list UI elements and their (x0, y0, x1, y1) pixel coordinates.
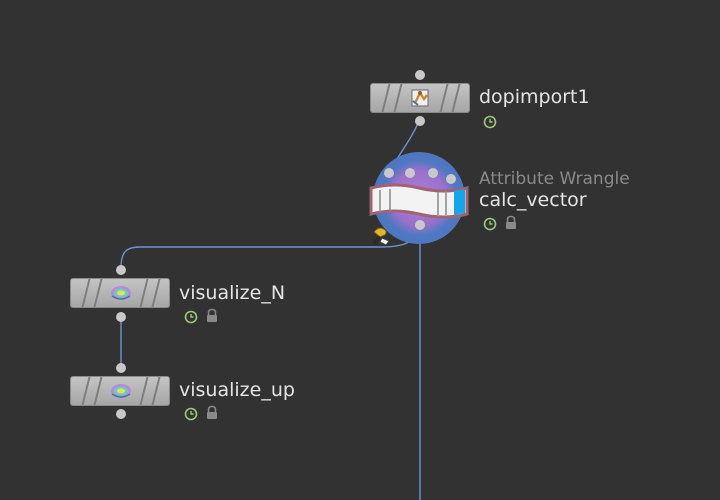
visualize-up-node[interactable] (70, 376, 170, 406)
visualize-n-input-port[interactable] (116, 265, 126, 275)
visualize-n-name-label[interactable]: visualize_N (179, 282, 286, 304)
dop-import-icon (409, 87, 433, 109)
calc-vector-output-port[interactable] (415, 220, 425, 230)
visualize-up-name-label[interactable]: visualize_up (179, 379, 295, 401)
visualize-icon (109, 380, 133, 402)
calc-vector-name-label[interactable]: calc_vector (479, 189, 587, 211)
dopimport-name-label[interactable]: dopimport1 (479, 86, 590, 108)
visualize-up-input-port[interactable] (116, 363, 126, 373)
calc-vector-node[interactable] (368, 182, 470, 246)
dopimport-output-port[interactable] (415, 116, 425, 126)
calc-vector-type-label: Attribute Wrangle (479, 169, 630, 189)
attribute-wrangle-icon (368, 224, 470, 252)
visualize-up-time-dependent-icon (184, 406, 198, 421)
visualize-icon (109, 282, 133, 304)
dopimport-time-dependent-icon (483, 114, 497, 129)
visualize-up-output-port[interactable] (116, 409, 126, 419)
visualize-n-lock-icon[interactable] (205, 308, 219, 322)
visualize-n-node[interactable] (70, 278, 170, 308)
calc-vector-input-port-2[interactable] (405, 168, 415, 178)
calc-vector-input-port-1[interactable] (384, 168, 394, 178)
visualize-up-lock-icon[interactable] (205, 405, 219, 419)
calc-vector-input-port-4[interactable] (446, 174, 456, 184)
calc-vector-time-dependent-icon (483, 216, 497, 231)
calc-vector-lock-icon[interactable] (504, 215, 518, 229)
dopimport-node[interactable] (370, 83, 470, 113)
calc-vector-input-port-3[interactable] (428, 168, 438, 178)
dopimport-input-port[interactable] (415, 70, 425, 80)
visualize-n-time-dependent-icon (184, 309, 198, 324)
visualize-n-output-port[interactable] (116, 312, 126, 322)
